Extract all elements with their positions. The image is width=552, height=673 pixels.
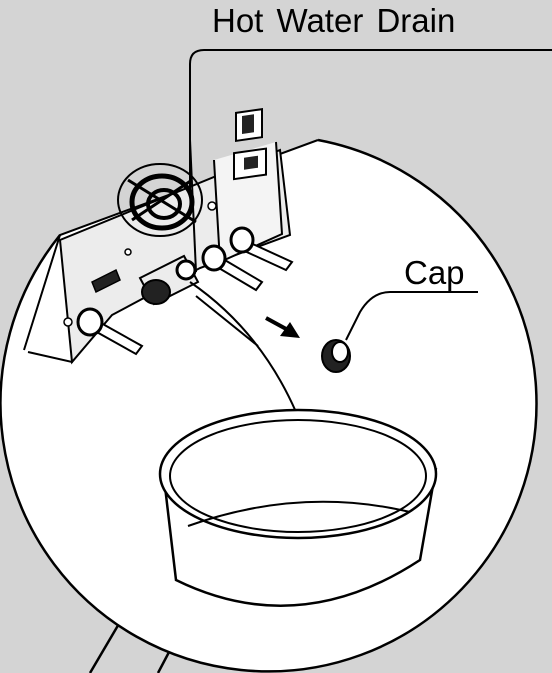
hose-line-1 xyxy=(189,281,297,413)
fan-mid xyxy=(129,173,195,231)
screw-3 xyxy=(63,317,73,327)
cap-top xyxy=(331,341,349,363)
drain-hose xyxy=(189,281,297,413)
fan-blade-lines xyxy=(127,178,197,224)
bowl-rim-inner xyxy=(169,419,427,533)
screw-2 xyxy=(124,248,132,256)
drain-port-ring xyxy=(175,259,197,281)
ports xyxy=(63,226,294,356)
fan-inner xyxy=(146,188,182,220)
drain-cap-on-port xyxy=(141,279,171,305)
port-middle xyxy=(201,244,227,272)
drain-bowl xyxy=(158,408,438,607)
fan-grill xyxy=(117,163,203,237)
port-upper xyxy=(229,226,255,254)
arrow-right-down-icon xyxy=(265,316,300,338)
port-left xyxy=(76,307,104,337)
socket-pin xyxy=(244,155,258,170)
screw-1 xyxy=(207,201,217,211)
connector-body xyxy=(91,268,121,294)
cap-leader xyxy=(345,291,478,341)
bowl-water-line xyxy=(187,500,411,527)
power-switch xyxy=(207,108,267,211)
hose-line-2 xyxy=(195,295,259,347)
cap-label: Cap xyxy=(404,254,465,291)
switch-rocker xyxy=(242,114,254,134)
hot-water-drain-leader xyxy=(189,49,552,190)
fan-outer xyxy=(117,163,203,237)
loose-cap xyxy=(321,339,351,373)
small-connector xyxy=(91,248,132,294)
hot-water-drain-label: Hot Water Drain xyxy=(212,2,456,39)
